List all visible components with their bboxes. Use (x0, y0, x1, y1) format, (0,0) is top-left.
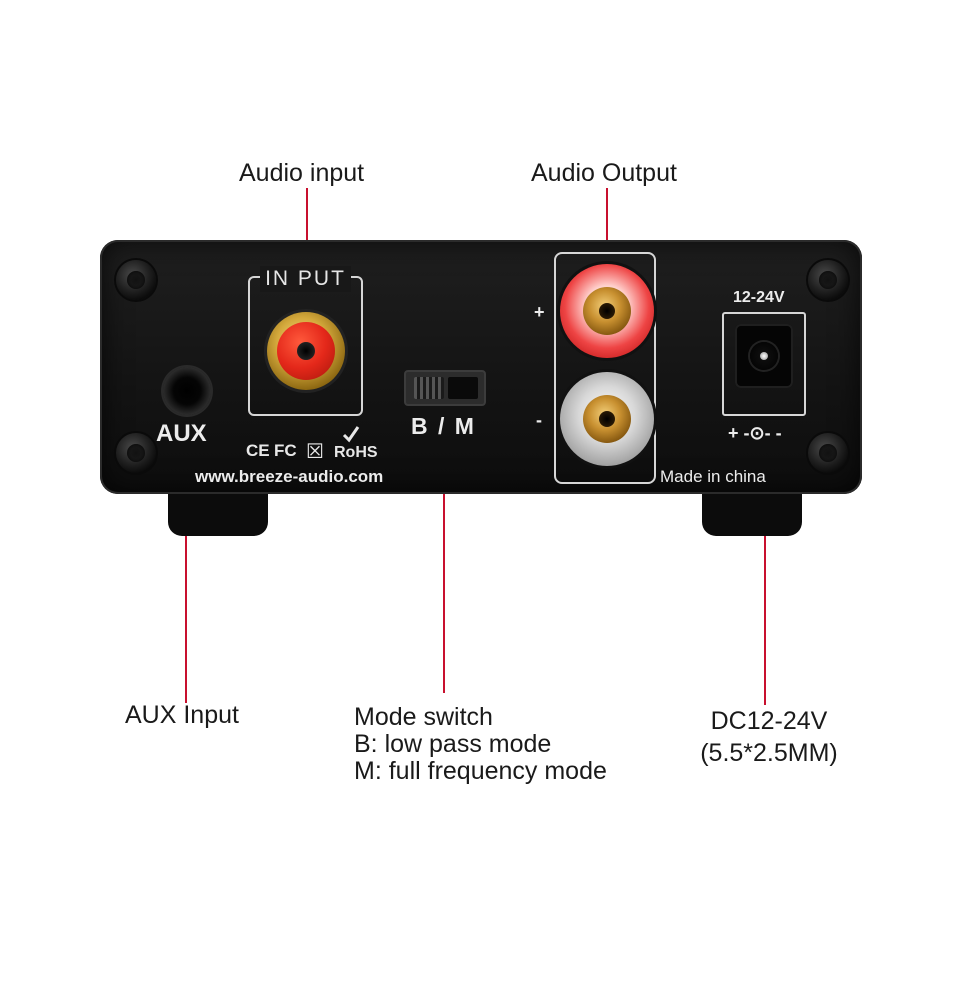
check-icon (342, 426, 360, 443)
mode-switch-slot (448, 377, 478, 399)
leader-mode-switch (443, 390, 445, 693)
website-silkscreen: www.breeze-audio.com (195, 467, 384, 486)
dc-frame (722, 312, 806, 416)
aux-jack[interactable] (163, 367, 211, 415)
audio-output-callout: Audio Output (531, 159, 677, 187)
dc-callout: DC12-24V (5.5*2.5MM) (694, 705, 844, 769)
output-frame (554, 252, 656, 484)
screw-icon-bottom-left (116, 433, 156, 473)
aux-input-callout: AUX Input (125, 701, 239, 729)
plus-silkscreen: + (534, 302, 545, 322)
leader-dc (764, 392, 766, 705)
screw-icon-bottom-right (808, 433, 848, 473)
rohs-mark-icon: RoHS (334, 444, 378, 461)
switch-silkscreen-label: B / M (411, 413, 476, 439)
aux-silkscreen-label: AUX (156, 420, 207, 447)
mode-switch-title: Mode switch (354, 703, 493, 731)
speaker-post-negative[interactable] (560, 372, 654, 466)
input-silkscreen-label: IN PUT (260, 266, 351, 292)
weee-bin-icon: ☒ (306, 441, 324, 463)
minus-silkscreen: - (536, 410, 542, 430)
screw-icon-top-right (808, 260, 848, 300)
mode-switch-knob[interactable] (414, 377, 444, 399)
fc-mark-icon: FC (274, 441, 297, 460)
screw-icon-top-left (116, 260, 156, 300)
polarity-silkscreen: + -⊙- - (728, 423, 782, 443)
dc-power-jack[interactable] (735, 324, 793, 388)
rca-input-jack[interactable] (267, 312, 345, 390)
input-frame: IN PUT (248, 266, 363, 416)
mode-switch-b-line: B: low pass mode (354, 730, 552, 758)
dc-callout-line2: (5.5*2.5MM) (700, 739, 838, 767)
mode-switch[interactable] (404, 370, 486, 406)
speaker-post-positive[interactable] (560, 264, 654, 358)
made-in-silkscreen: Made in china (660, 467, 766, 486)
dc-callout-line1: DC12-24V (710, 707, 828, 735)
leader-aux-input (185, 395, 187, 703)
mode-switch-callout: Mode switch B: low pass mode M: full fre… (354, 704, 607, 785)
audio-input-callout: Audio input (239, 159, 365, 187)
mode-switch-m-line: M: full frequency mode (354, 757, 607, 785)
voltage-silkscreen: 12-24V (733, 289, 785, 306)
ce-mark-icon: CE (246, 441, 270, 460)
